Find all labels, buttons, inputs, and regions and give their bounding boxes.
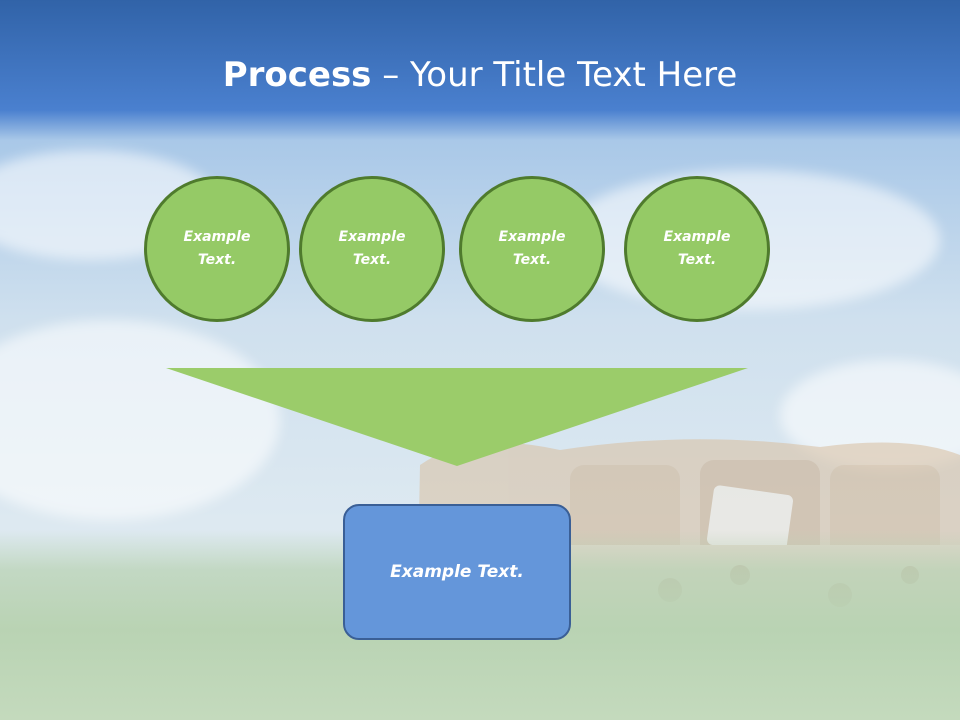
- result-box-text: Example Text.: [390, 562, 524, 582]
- circle-line1: Example: [498, 229, 566, 245]
- slide-title: Process – Your Title Text Here: [0, 52, 960, 98]
- circle-line1: Example: [183, 229, 251, 245]
- cloud: [0, 320, 280, 520]
- circle-line2: Text.: [197, 252, 237, 268]
- circle-line2: Text.: [512, 252, 552, 268]
- title-rest: – Your Title Text Here: [371, 55, 738, 95]
- funnel-triangle[interactable]: [166, 368, 748, 466]
- title-bold: Process: [222, 55, 372, 95]
- circle-line1: Example: [338, 229, 406, 245]
- circle-line2: Text.: [352, 252, 392, 268]
- circle-line1: Example: [663, 229, 731, 245]
- circle-line2: Text.: [677, 252, 717, 268]
- result-box[interactable]: Example Text.: [343, 504, 571, 640]
